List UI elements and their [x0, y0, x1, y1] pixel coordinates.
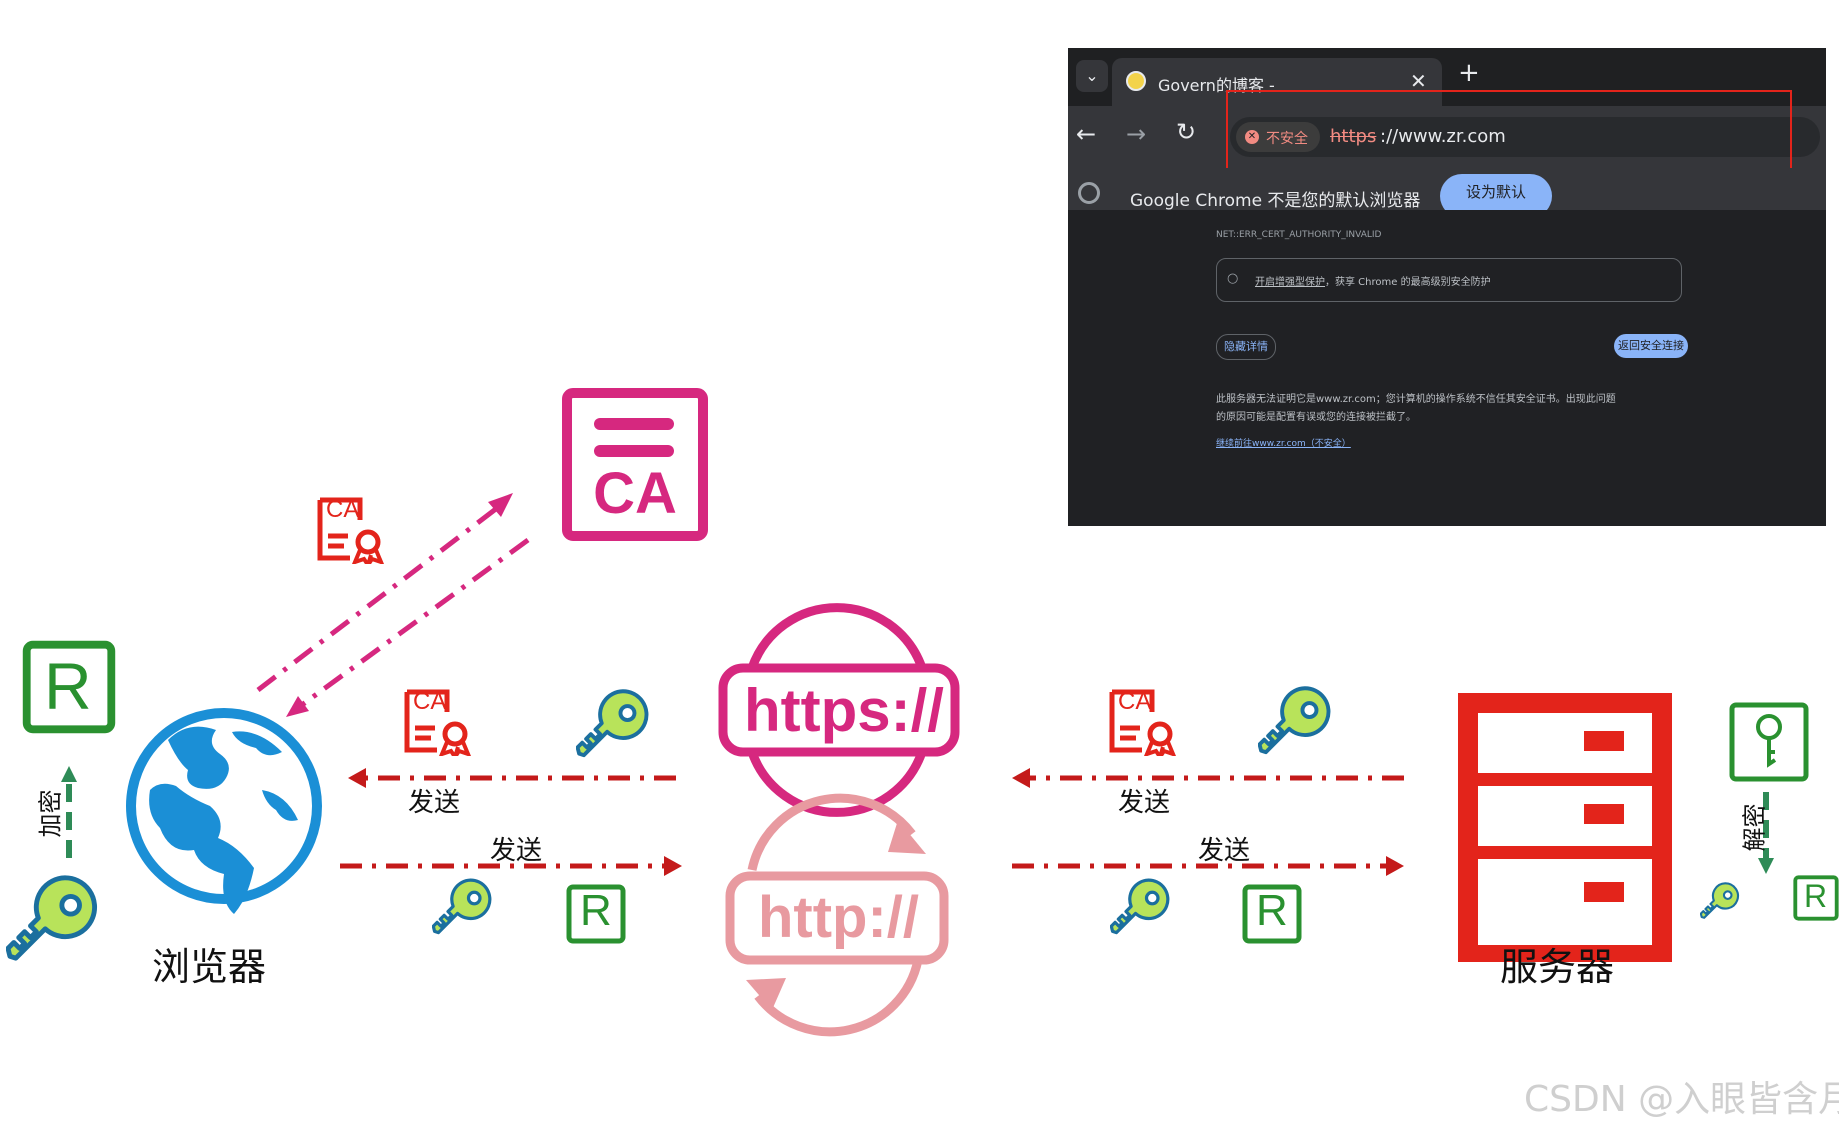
- key-icon: [1110, 878, 1170, 935]
- send-label: 发送: [1118, 788, 1171, 818]
- chrome-warning-screenshot: ⌄ Govern的博客 - ✕ + ← → ↻ ✕ 不安全 https ://w…: [1068, 48, 1826, 526]
- https-text: https://: [744, 677, 944, 744]
- forward-icon[interactable]: →: [1126, 120, 1147, 148]
- server-icon: [1458, 693, 1672, 962]
- new-tab-icon[interactable]: +: [1458, 58, 1480, 88]
- address-bar[interactable]: ✕ 不安全 https ://www.zr.com: [1230, 117, 1820, 157]
- error-code: NET::ERR_CERT_AUTHORITY_INVALID: [1216, 230, 1382, 240]
- ca-badge-text: CA: [413, 688, 447, 715]
- back-to-safety-button[interactable]: 返回安全连接: [1614, 334, 1688, 358]
- private-key-box: [1729, 702, 1809, 782]
- key-icon: [576, 689, 649, 758]
- https-badge: [718, 603, 960, 817]
- browser-globe-icon: [126, 708, 322, 914]
- lightbulb-icon: ○: [1227, 271, 1239, 286]
- url-scheme: https: [1330, 126, 1377, 147]
- key-icon: [8, 878, 95, 958]
- random-key-letter: R: [580, 886, 612, 935]
- chrome-icon: [1078, 182, 1100, 204]
- hide-details-button[interactable]: 隐藏详情: [1216, 334, 1276, 360]
- back-icon[interactable]: ←: [1076, 120, 1097, 148]
- send-label: 发送: [408, 788, 461, 818]
- key-icon: [432, 878, 492, 935]
- arrow-browser-to-ca: [256, 500, 507, 692]
- url-highlight-box: [1226, 90, 1792, 170]
- explanation-line: 此服务器无法证明它是www.zr.com；您计算机的操作系统不信任其安全证书。出…: [1216, 394, 1616, 405]
- enhanced-protection-text: ，获享 Chrome 的最高级别安全防护: [1325, 277, 1491, 288]
- favicon-icon: [1126, 71, 1146, 91]
- tab-search-chevron-icon[interactable]: ⌄: [1076, 60, 1108, 92]
- ca-badge-text: CA: [326, 496, 360, 523]
- send-label: 发送: [1198, 836, 1251, 866]
- enhanced-protection-hint: ○ 开启增强型保护 ，获享 Chrome 的最高级别安全防护: [1216, 258, 1682, 302]
- ca-badge-text: CA: [1118, 688, 1152, 715]
- http-badge: [725, 793, 949, 1037]
- arrow-ca-to-browser: [293, 537, 530, 713]
- http-text: http://: [758, 885, 920, 950]
- explanation-line: 的原因可能是配置有误或您的连接被拦截了。: [1216, 412, 1416, 423]
- enhanced-protection-link[interactable]: 开启增强型保护: [1255, 277, 1325, 288]
- infobar-text: Google Chrome 不是您的默认浏览器: [1130, 191, 1421, 210]
- warning-icon: ✕: [1245, 130, 1259, 144]
- set-default-button[interactable]: 设为默认: [1440, 174, 1552, 210]
- random-key-letter: R: [1804, 878, 1828, 914]
- not-secure-chip[interactable]: ✕ 不安全: [1236, 122, 1320, 152]
- decrypt-label: 解密: [1740, 803, 1769, 852]
- send-label: 发送: [490, 836, 543, 866]
- proceed-link[interactable]: 继续前往www.zr.com（不安全）: [1216, 439, 1351, 449]
- default-browser-infobar: Google Chrome 不是您的默认浏览器 设为默认: [1068, 168, 1826, 210]
- toolbar: ← → ↻ ✕ 不安全 https ://www.zr.com: [1068, 106, 1826, 168]
- tab-close-icon[interactable]: ✕: [1410, 69, 1427, 93]
- random-key-letter: R: [44, 649, 92, 723]
- encrypt-label: 加密: [36, 789, 65, 838]
- security-warning-panel: NET::ERR_CERT_AUTHORITY_INVALID ○ 开启增强型保…: [1068, 210, 1826, 526]
- key-icon: [1700, 882, 1740, 919]
- ca-authority: [562, 388, 708, 541]
- url-host: ://www.zr.com: [1380, 126, 1506, 147]
- watermark: CSDN @入眼皆含月: [1524, 1079, 1839, 1120]
- ca-box-text: CA: [593, 461, 677, 526]
- random-key-letter: R: [1256, 886, 1288, 935]
- server-label: 服务器: [1500, 945, 1615, 989]
- tab-strip: ⌄ Govern的博客 - ✕ +: [1068, 48, 1826, 106]
- browser-label: 浏览器: [152, 945, 267, 989]
- not-secure-label: 不安全: [1266, 131, 1308, 147]
- reload-icon[interactable]: ↻: [1176, 118, 1197, 146]
- key-icon: [1258, 686, 1331, 755]
